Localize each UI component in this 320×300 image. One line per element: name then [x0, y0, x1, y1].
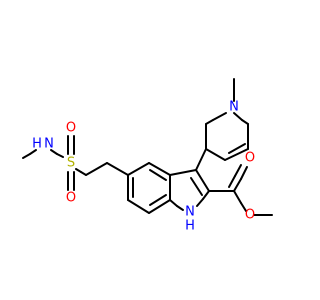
- atom-label-oxygen: O: [245, 151, 255, 166]
- bond: [169, 169, 197, 176]
- bond: [195, 148, 207, 171]
- bond: [50, 149, 58, 155]
- atom-label-hydrogen: H: [185, 219, 195, 234]
- atom-label-sulfur: S: [67, 156, 75, 171]
- atom-labels: N S O O N H O O N H: [32, 100, 255, 234]
- bond: [224, 148, 249, 161]
- bond: [205, 119, 214, 125]
- atom-label-oxygen: O: [66, 121, 76, 136]
- bond: [205, 148, 226, 161]
- atom-label-oxygen: O: [245, 208, 255, 223]
- bond: [196, 198, 204, 207]
- bonds: [22, 78, 273, 216]
- atom-label-nitrogen: N: [229, 100, 239, 115]
- molecule-structure: N S O O N H O O N H: [22, 78, 273, 234]
- bond: [149, 194, 167, 206]
- bond: [176, 205, 184, 211]
- atom-label-hydrogen: H: [32, 137, 42, 152]
- atom-label-oxygen: O: [66, 191, 76, 206]
- bond: [22, 153, 31, 159]
- bond: [233, 178, 242, 192]
- bond: [234, 164, 242, 177]
- atom-label-nitrogen: N: [185, 205, 195, 220]
- bond: [202, 190, 210, 200]
- bond: [149, 169, 167, 181]
- bond: [148, 199, 171, 214]
- bond: [228, 143, 246, 154]
- molecule-canvas: N S O O N H O O N H: [22, 78, 273, 234]
- bond: [56, 153, 64, 158]
- atom-label-nitrogen: N: [44, 137, 54, 152]
- bond: [85, 162, 108, 176]
- bond: [233, 112, 243, 121]
- bond: [228, 175, 236, 188]
- bond: [195, 169, 210, 192]
- bond: [212, 112, 227, 121]
- bond: [241, 119, 249, 125]
- bond: [29, 149, 37, 155]
- bond: [127, 162, 150, 176]
- bond: [233, 190, 242, 204]
- bond: [106, 162, 129, 176]
- bond: [148, 162, 171, 176]
- bond: [169, 199, 178, 207]
- bond: [240, 166, 248, 180]
- bond: [75, 168, 82, 173]
- bond: [127, 199, 150, 214]
- bond: [240, 202, 247, 212]
- bond: [190, 177, 203, 196]
